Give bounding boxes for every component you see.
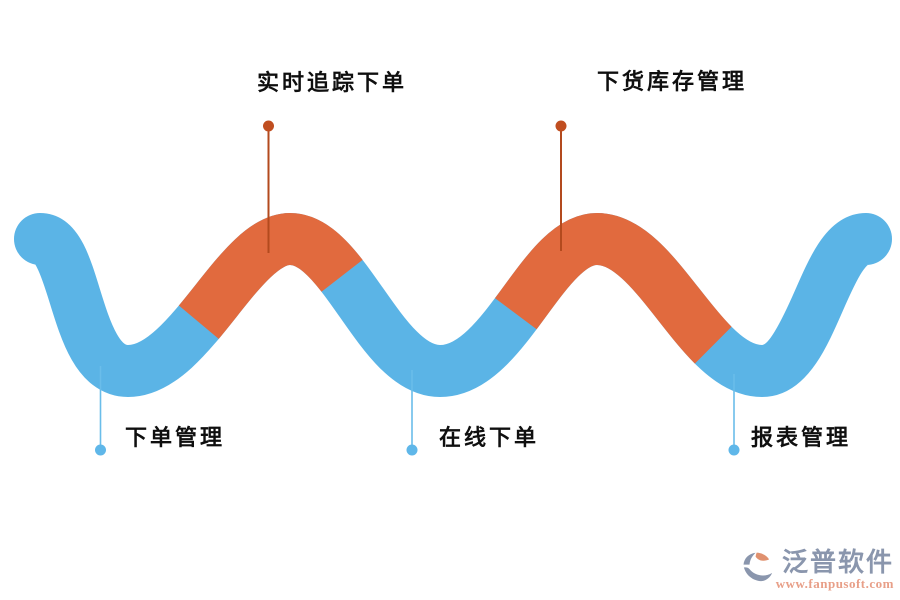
bottom-connector-1 [95,366,106,456]
watermark-url: www.fanpusoft.com [775,576,894,591]
bottom-label-online-ordering: 在线下单 [439,425,540,450]
bottom-connector-dot-1 [95,444,106,456]
bottom-connector-dot-3 [728,444,740,456]
top-label-realtime-order-tracking: 实时追踪下单 [257,70,408,95]
logo-swirl-top-shape [743,552,756,565]
logo-swirl-bottom-shape [743,567,772,582]
top-connector-2 [555,120,567,251]
wave-ribbon-blue [14,212,892,398]
watermark-text-block: 泛普软件 www.fanpusoft.com [776,549,894,592]
top-label-unload-inventory-management: 下货库存管理 [597,69,748,94]
bottom-connector-2 [406,370,418,456]
top-connector-1 [263,120,274,253]
fanpu-logo-icon [743,552,772,582]
bottom-connector-3 [728,374,740,456]
bottom-label-report-management: 报表管理 [751,425,852,450]
bottom-label-order-management: 下单管理 [125,425,226,450]
watermark-logo: 泛普软件 www.fanpusoft.com [741,549,894,592]
watermark-brand-name: 泛普软件 [781,547,894,577]
logo-leaf-shape [755,552,769,561]
top-connector-dot-2 [555,120,567,132]
top-connector-dot-1 [263,120,274,132]
bottom-connector-dot-2 [406,444,418,456]
